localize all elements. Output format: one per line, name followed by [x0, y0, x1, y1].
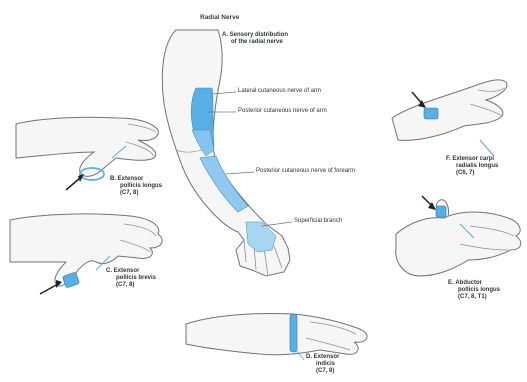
- panel-e-name-1: Abductor: [455, 280, 482, 286]
- panel-a-line-1: Sensory distribution: [230, 32, 288, 38]
- arrow-icon: [66, 178, 80, 190]
- panel-a-caption: A. Sensory distribution of the radial ne…: [222, 32, 288, 46]
- abductor-pollicis-longus-marker: [436, 206, 446, 217]
- panel-f-letter: F.: [446, 156, 451, 162]
- panel-c-label: C. Extensor pollicis brevis (C7, 8): [106, 268, 156, 289]
- panel-c-letter: C.: [106, 268, 112, 274]
- panel-a-letter: A.: [222, 32, 228, 38]
- panel-f-label: F. Extensor carpi radialis longus (C6, 7…: [446, 156, 498, 177]
- panel-d-name-2: indicis: [316, 361, 335, 367]
- panel-f-hand: [392, 80, 507, 156]
- panel-c-root: (C7, 8): [116, 282, 134, 288]
- panel-e-root: (C7, 8, T1): [458, 294, 487, 300]
- panel-b-letter: B.: [110, 176, 116, 182]
- label-posterior-cutaneous-nerve-arm: Posterior cutaneous nerve of arm: [238, 108, 327, 115]
- panel-d-name-1: Extensor: [314, 354, 340, 360]
- panel-a-line-2: of the radial nerve: [231, 39, 283, 45]
- panel-c-name-1: Extensor: [114, 268, 140, 274]
- panel-d-hand: [186, 313, 367, 360]
- panel-e-hand: [396, 196, 521, 276]
- panel-d-label: D. Extensor indicis (C7, 8): [306, 354, 339, 375]
- panel-b-name-1: Extensor: [118, 176, 144, 182]
- figure-title: Radial Nerve: [200, 14, 239, 21]
- extensor-indicis-marker: [290, 314, 297, 352]
- panel-d-letter: D.: [306, 354, 312, 360]
- label-superficial-branch: Superficial branch: [294, 218, 342, 225]
- extensor-carpi-radialis-marker: [424, 108, 438, 119]
- panel-f-root: (C6, 7): [456, 170, 474, 176]
- panel-e-letter: E.: [448, 280, 454, 286]
- label-posterior-cutaneous-nerve-forearm: Posterior cutaneous nerve of forearm: [256, 168, 355, 175]
- panel-b-name-2: pollicis longus: [120, 183, 162, 189]
- label-lateral-cutaneous-nerve: Lateral cutaneous nerve of arm: [238, 88, 321, 95]
- panel-c-name-2: pollicis brevis: [116, 275, 156, 281]
- panel-e-label: E. Abductor pollicis longus (C7, 8, T1): [448, 280, 500, 301]
- panel-b-label: B. Extensor pollicis longus (C7, 8): [110, 176, 162, 197]
- panel-e-name-2: pollicis longus: [458, 287, 500, 293]
- panel-d-root: (C7, 8): [316, 368, 334, 374]
- panel-b-root: (C7, 8): [120, 190, 138, 196]
- arrow-icon: [40, 284, 58, 294]
- panel-f-name-1: Extensor carpi: [452, 156, 494, 162]
- panel-f-name-2: radialis longus: [456, 163, 498, 169]
